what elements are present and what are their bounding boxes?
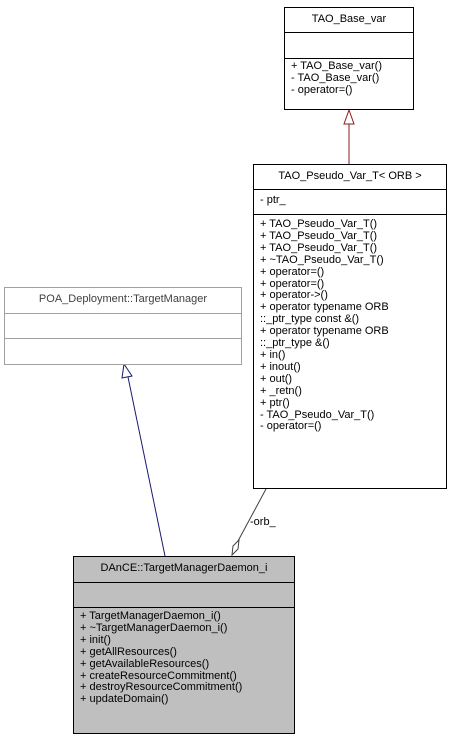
operation: + getAvailableResources() — [80, 657, 210, 670]
operations-section: + TAO_Base_var() - TAO_Base_var() - oper… — [285, 59, 413, 99]
operation: + operator typename ORB — [260, 325, 389, 338]
operation: + init() — [80, 633, 111, 646]
operation: + getAllResources() — [80, 645, 177, 658]
class-box-tao-pseudo-var[interactable]: TAO_Pseudo_Var_T< ORB > - ptr_ + TAO_Pse… — [253, 164, 447, 489]
operation: + _retn() — [260, 384, 302, 397]
operation: + destroyResourceCommitment() — [80, 681, 243, 694]
class-box-target-manager[interactable]: POA_Deployment::TargetManager — [4, 287, 242, 365]
class-name: TAO_Pseudo_Var_T< ORB > — [254, 165, 446, 190]
inherit-edge-daemon-to-targetmanager — [127, 376, 166, 557]
attributes-section — [285, 33, 413, 59]
operation: - operator=() — [260, 420, 322, 433]
operation: + updateDomain() — [80, 693, 169, 706]
class-name: TAO_Base_var — [285, 8, 413, 33]
operation: ::_ptr_type const &() — [260, 313, 360, 326]
operation: + in() — [260, 348, 286, 361]
operation: - TAO_Pseudo_Var_T() — [260, 408, 375, 421]
operation: + out() — [260, 372, 293, 385]
usage-edge-orb — [237, 488, 267, 542]
operation: + createResourceCommitment() — [80, 669, 237, 682]
aggregation-diamond — [231, 538, 240, 557]
operation: + operator=() — [260, 265, 325, 278]
operations-section: + TAO_Pseudo_Var_T() + TAO_Pseudo_Var_T(… — [254, 215, 446, 435]
operations-section — [5, 339, 241, 364]
inherit-arrowhead-base — [343, 108, 355, 125]
class-box-tao-base-var[interactable]: TAO_Base_var + TAO_Base_var() - TAO_Base… — [284, 7, 414, 110]
operation: + TargetManagerDaemon_i() — [80, 610, 221, 622]
operations-section: + TargetManagerDaemon_i() + ~TargetManag… — [74, 608, 294, 708]
operation: + operator typename ORB — [260, 301, 389, 314]
operation: - operator=() — [291, 83, 353, 96]
inherit-arrowhead-targetmanager — [121, 362, 133, 379]
operation: + ~TargetManagerDaemon_i() — [80, 621, 228, 634]
class-name: DAnCE::TargetManagerDaemon_i — [74, 557, 294, 583]
operation: + operator->() — [260, 289, 328, 302]
operation: + TAO_Pseudo_Var_T() — [260, 218, 378, 230]
attributes-section: - ptr_ — [254, 190, 446, 215]
operation: + inout() — [260, 360, 301, 373]
operation: + TAO_Pseudo_Var_T() — [260, 229, 378, 242]
operation: ::_ptr_type &() — [260, 337, 330, 350]
class-name: POA_Deployment::TargetManager — [5, 288, 241, 314]
operation: - TAO_Base_var() — [291, 71, 380, 84]
operation: + operator=() — [260, 277, 325, 290]
attributes-section — [74, 583, 294, 608]
operation: + TAO_Base_var() — [291, 60, 382, 72]
attribute: - ptr_ — [260, 194, 286, 206]
operation: + TAO_Pseudo_Var_T() — [260, 241, 378, 254]
operation: + ptr() — [260, 396, 290, 409]
class-box-target-manager-daemon[interactable]: DAnCE::TargetManagerDaemon_i + TargetMan… — [73, 556, 295, 734]
usage-edge-label: -orb_ — [250, 516, 276, 528]
operation: + ~TAO_Pseudo_Var_T() — [260, 253, 384, 266]
attributes-section — [5, 314, 241, 339]
